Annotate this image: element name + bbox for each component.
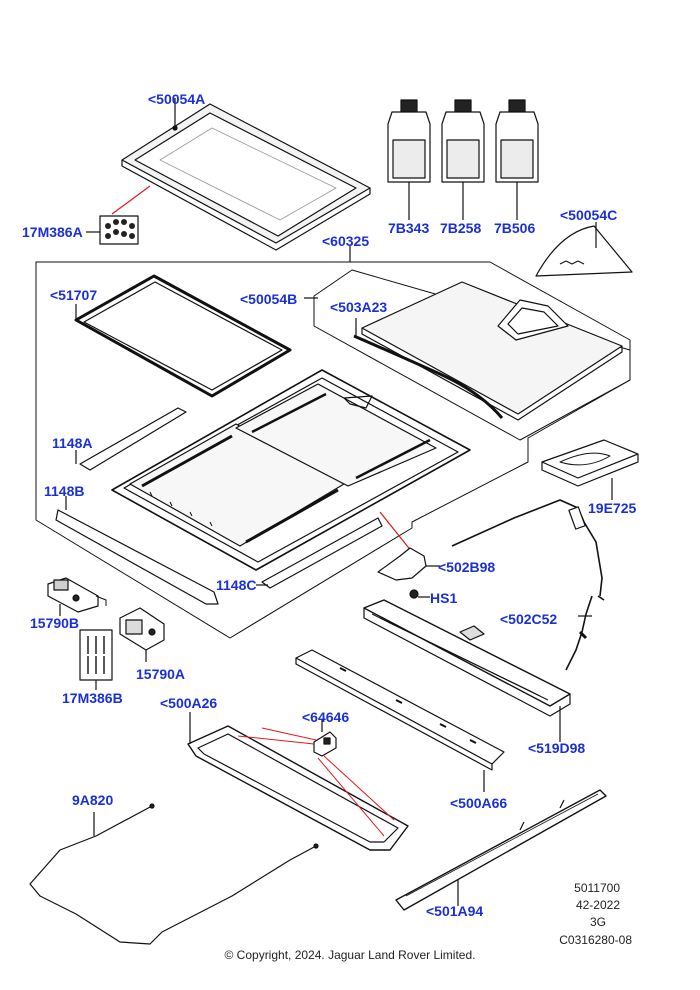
bottle-7b506 (495, 99, 539, 220)
drain-tube-9a820[interactable] (29, 803, 319, 945)
sunblind-519d98[interactable] (363, 599, 571, 742)
drain-cable-502c52[interactable] (451, 499, 605, 671)
callout-17m386b[interactable]: 17M386B (62, 690, 123, 706)
bolt-pack-17m386b[interactable] (79, 629, 113, 690)
callout-1148c[interactable]: 1148C (216, 577, 257, 593)
diagram-number: 5011700 (574, 881, 620, 895)
copyright-notice: © Copyright, 2024. Jaguar Land Rover Lim… (224, 948, 476, 962)
trim-strip-1148a[interactable] (75, 407, 187, 471)
screw-hs1[interactable] (409, 589, 430, 599)
frame-500a26[interactable] (187, 712, 409, 851)
callout-503a23[interactable]: <503A23 (330, 299, 388, 315)
strip-503a23[interactable] (353, 318, 504, 419)
diagram-date-code: 42-2022 (575, 898, 620, 912)
bracket-502b98[interactable] (377, 547, 440, 581)
callout-9a820[interactable]: 9A820 (72, 792, 114, 808)
trim-strip-1148c[interactable] (256, 517, 383, 589)
main-frame[interactable] (111, 369, 471, 571)
callout-51707[interactable]: <51707 (50, 287, 98, 303)
callout-17m386a[interactable]: 17M386A (22, 224, 83, 240)
clip-64646[interactable] (313, 720, 337, 757)
callout-519d98[interactable]: <519D98 (528, 740, 586, 756)
assembly-outline-60325 (35, 246, 631, 639)
callout-502b98[interactable]: <502B98 (438, 559, 496, 575)
motor-15790a[interactable] (119, 607, 165, 662)
guide-rail-501a94[interactable] (395, 789, 607, 911)
fluid-bottles[interactable] (387, 99, 539, 220)
callout-7b343[interactable]: 7B343 (388, 220, 430, 236)
motor-15790b[interactable] (47, 577, 107, 616)
trim-strip-1148b[interactable] (55, 496, 219, 605)
seal-frame-51707[interactable] (74, 274, 292, 398)
glass-panel-50054a[interactable] (121, 98, 371, 251)
callout-7b258[interactable]: 7B258 (440, 220, 482, 236)
callout-502c52[interactable]: <502C52 (500, 611, 558, 627)
bottle-7b343 (387, 99, 431, 220)
callout-60325[interactable]: <60325 (322, 233, 370, 249)
callout-501a94[interactable]: <501A94 (426, 903, 484, 919)
callout-15790b[interactable]: 15790B (30, 615, 80, 631)
kit-box-19e725[interactable] (541, 439, 639, 500)
rear-glass-50054b[interactable] (304, 281, 623, 421)
callout-7b506[interactable]: 7B506 (494, 220, 536, 236)
callout-19e725[interactable]: 19E725 (588, 500, 637, 516)
callout-hs1[interactable]: HS1 (430, 590, 458, 606)
callout-50054c[interactable]: <50054C (560, 207, 618, 223)
diagram-variant: 3G (589, 915, 606, 929)
callout-64646[interactable]: <64646 (302, 709, 350, 725)
callout-500a66[interactable]: <500A66 (450, 795, 508, 811)
rail-trim-500a66[interactable] (295, 649, 505, 792)
callout-1148b[interactable]: 1148B (44, 483, 85, 499)
diagram-reference: C0316280-08 (559, 933, 632, 947)
deflector-50054c[interactable] (535, 222, 633, 277)
bottle-7b258 (441, 99, 485, 220)
callout-500a26[interactable]: <500A26 (160, 695, 218, 711)
callout-50054a[interactable]: <50054A (148, 91, 206, 107)
screw-pack-17m386a[interactable] (86, 215, 139, 245)
callout-1148a[interactable]: 1148A (52, 435, 93, 451)
callout-15790a[interactable]: 15790A (136, 666, 186, 682)
callout-50054b[interactable]: <50054B (240, 291, 298, 307)
